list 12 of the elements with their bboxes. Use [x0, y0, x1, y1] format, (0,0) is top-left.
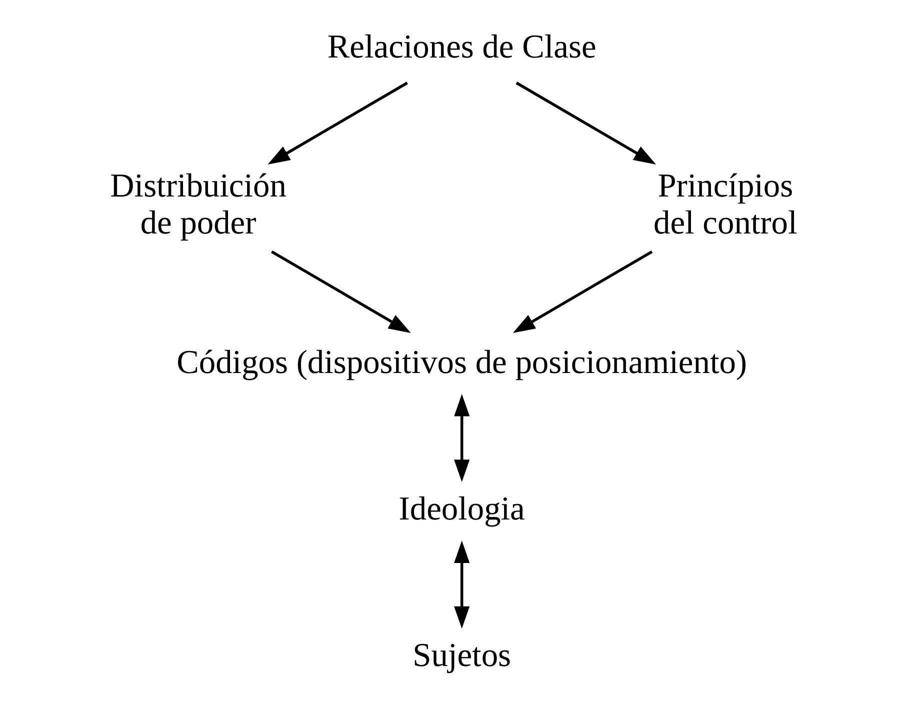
node-text: Sujetos [412, 637, 511, 674]
arrow [270, 250, 410, 333]
node-text: Princípios del control [653, 167, 797, 242]
node-text: Ideologia [398, 490, 524, 528]
arrow [454, 540, 470, 629]
node-text: Códigos (dispositivos de posicionamiento) [176, 344, 747, 381]
node-text: Distribuición de poder [110, 167, 286, 242]
arrow [454, 394, 470, 482]
arrow [515, 82, 656, 164]
arrow [512, 250, 652, 333]
node-text: Relaciones de Clase [326, 28, 596, 66]
arrow [267, 82, 408, 164]
